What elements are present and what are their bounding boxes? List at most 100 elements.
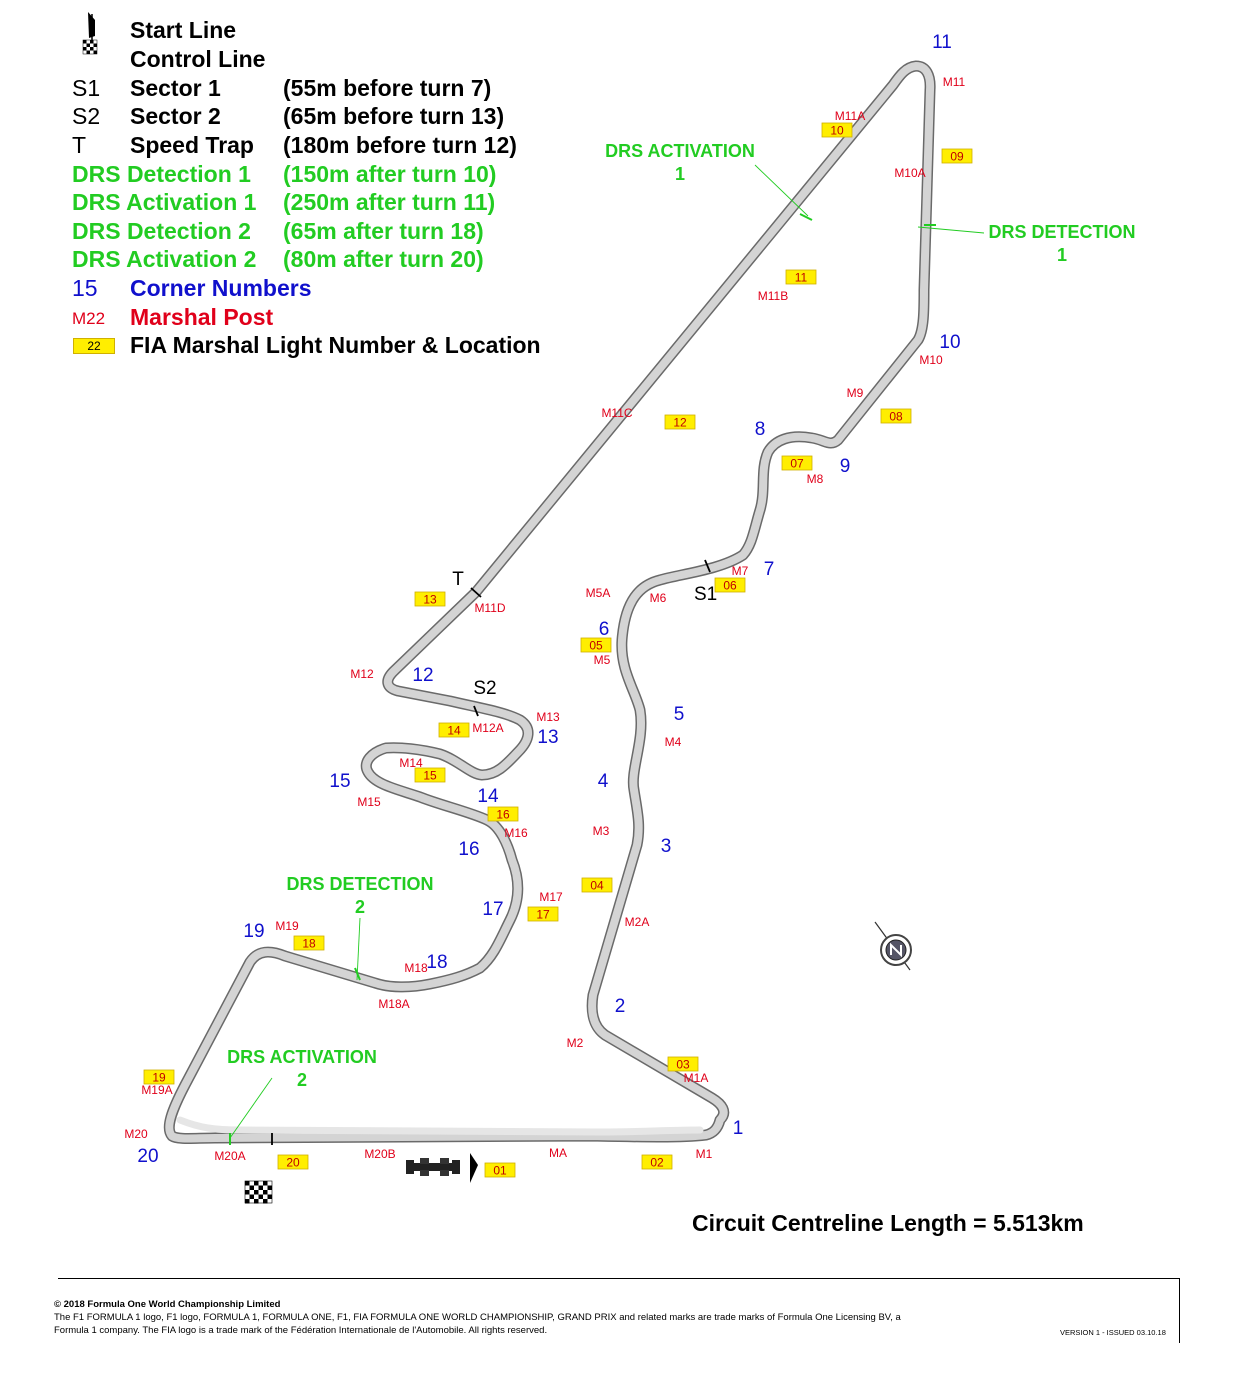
marshal-light-label: 03 <box>676 1058 690 1072</box>
marshal-light-label: 04 <box>590 879 604 893</box>
marshal-light-label: 14 <box>447 724 461 738</box>
marshal-post-m19a: M19A <box>141 1083 172 1097</box>
marshal-light-10: 10 <box>821 122 853 138</box>
marshal-light-19: 19 <box>143 1069 175 1085</box>
chequered-flag-icon <box>82 39 98 55</box>
drs-zone-1-number: 1 <box>675 164 685 184</box>
corner-15: 15 <box>329 771 350 792</box>
chequered-flag-icon <box>244 1180 273 1204</box>
legend-label-4: Sector 2 <box>130 103 221 129</box>
marshal-light-label: 16 <box>496 808 510 822</box>
track-surface <box>165 62 935 1143</box>
corner-12: 12 <box>412 665 433 686</box>
legend-symbol-12: 22 <box>73 338 115 354</box>
corner-20: 20 <box>137 1146 158 1167</box>
marshal-light-label: 15 <box>423 769 437 783</box>
marshal-post-m11b: M11B <box>758 289 788 303</box>
corner-1: 1 <box>733 1118 744 1139</box>
legend-symbol-11: M22 <box>72 309 106 328</box>
corner-6: 6 <box>599 619 610 640</box>
legend-desc-6: (150m after turn 10) <box>283 161 497 187</box>
s1-line <box>704 559 711 573</box>
marshal-light-01: 01 <box>484 1162 516 1178</box>
speed-trap-line <box>470 587 482 598</box>
marshal-light-11: 11 <box>785 269 817 285</box>
compass-icon <box>874 921 912 971</box>
marshal-light-02: 02 <box>641 1154 673 1170</box>
marshal-light-label: 10 <box>830 124 844 138</box>
marshal-light-09: 09 <box>941 148 973 164</box>
legend-label-11: Marshal Post <box>130 304 274 330</box>
marshal-light-12: 12 <box>664 414 696 430</box>
marshal-post-m14: M14 <box>399 756 423 770</box>
legend-label-9: DRS Activation 2 <box>72 246 257 272</box>
marshal-post-m11: M11 <box>943 75 966 89</box>
legend-label-2: Control Line <box>130 46 266 72</box>
drs-zone-4-label: DRS ACTIVATION <box>227 1047 377 1067</box>
marshal-light-label: 06 <box>723 579 737 593</box>
marshal-post-m10: M10 <box>919 353 943 367</box>
marshal-light-label: 08 <box>889 410 903 424</box>
corner-9: 9 <box>840 456 851 477</box>
legend-label-6: DRS Detection 1 <box>72 161 251 187</box>
marshal-light-04: 04 <box>581 877 613 893</box>
marshal-post-m12: M12 <box>350 667 374 681</box>
track-outline <box>163 60 936 1144</box>
legend-label-12: FIA Marshal Light Number & Location <box>130 332 541 358</box>
marshal-light-label: 01 <box>493 1164 507 1178</box>
marshal-post-m10a: M10A <box>894 166 925 180</box>
speed-trap-label: T <box>452 569 464 590</box>
marshal-light-label: 02 <box>650 1156 664 1170</box>
marshal-post-m11a: M11A <box>835 109 865 123</box>
drs-zone-4-number: 2 <box>297 1070 307 1090</box>
marshal-post-m9: M9 <box>847 386 864 400</box>
drs-activation-1-leader <box>754 164 809 217</box>
trademark-line-2: Formula 1 company. The FIA logo is a tra… <box>54 1325 548 1336</box>
legend-label-3: Sector 1 <box>130 75 221 101</box>
legend-label-8: DRS Detection 2 <box>72 218 251 244</box>
marshal-post-m15: M15 <box>357 795 381 809</box>
marshal-light-06: 06 <box>714 577 746 593</box>
legend-desc-4: (65m before turn 13) <box>283 103 505 129</box>
marks-layer <box>229 164 985 1204</box>
marshal-light-20: 20 <box>277 1154 309 1170</box>
drs-detection-2-line <box>354 967 361 981</box>
marshal-post-m20a: M20A <box>214 1149 245 1163</box>
marshal-light-label: 12 <box>673 416 687 430</box>
legend-desc-9: (80m after turn 20) <box>283 246 484 272</box>
circuit-length: Circuit Centreline Length = 5.513km <box>692 1210 1084 1236</box>
legend-label-10: Corner Numbers <box>130 275 312 301</box>
drs-zone-2-number: 1 <box>1057 245 1067 265</box>
footer-divider <box>58 1278 1180 1279</box>
marshal-light-08: 08 <box>880 408 912 424</box>
sector-2-label: S2 <box>473 678 496 699</box>
drs-zone-3-label: DRS DETECTION <box>286 874 433 894</box>
drs-activation-2-leader <box>229 1077 273 1139</box>
marshal-post-m4: M4 <box>665 735 682 749</box>
corner-7: 7 <box>764 559 775 580</box>
marshal-post-m18a: M18A <box>378 997 409 1011</box>
marshal-light-03: 03 <box>667 1056 699 1072</box>
start-flag-icon <box>88 12 95 40</box>
marshal-light-label: 20 <box>286 1156 300 1170</box>
marshal-post-m20b: M20B <box>364 1147 395 1161</box>
corner-16: 16 <box>458 839 479 860</box>
marshal-post-m13: M13 <box>536 710 560 724</box>
marshal-light-17: 17 <box>527 906 559 922</box>
marshal-post-m5: M5 <box>594 653 611 667</box>
legend-label-5: Speed Trap <box>130 132 254 158</box>
drs-activation-1-line <box>799 213 813 221</box>
pit-lane <box>176 1116 704 1136</box>
track-layer <box>163 60 936 1144</box>
marshal-post-m11c: M11C <box>601 406 632 420</box>
corner-13: 13 <box>537 727 558 748</box>
marshal-light-18: 18 <box>293 935 325 951</box>
legend-symbol-5: T <box>72 132 87 158</box>
marshal-light-05: 05 <box>580 637 612 653</box>
marshal-light-15: 15 <box>414 767 446 783</box>
marshal-post-m20: M20 <box>124 1127 148 1141</box>
marshal-light-07: 07 <box>781 455 813 471</box>
